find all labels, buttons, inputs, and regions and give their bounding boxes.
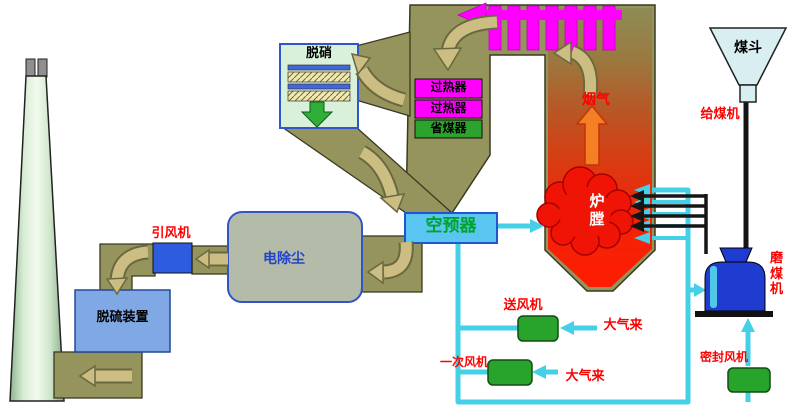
chimney [9,58,65,402]
flue-gas-rise-arrow [575,104,609,166]
fd-fan-box [517,315,559,342]
economizer-box [414,119,483,139]
label-economizer: 省煤器 [430,121,467,135]
label-air-preheater: 空预器 [425,216,477,236]
mill-base [695,311,773,317]
heat-exchanger-boxes [414,78,483,139]
catalyst-layer [287,90,351,102]
label-flue-gas: 烟气 [582,92,610,108]
seal-fan-box [727,367,771,393]
catalyst-layer [287,83,351,90]
label-seal-fan: 密封风机 [699,350,748,364]
scr-flow-down-arrow [300,101,334,128]
mill-body [704,261,766,312]
label-furnace: 炉膛 [589,192,605,228]
mill-highlight [710,266,717,308]
fan-boxes [487,315,771,393]
scr-unit [279,43,359,129]
label-superheater-1: 过热器 [430,80,467,94]
label-superheater-2: 过热器 [430,101,467,115]
flue-flow-arrows [78,14,599,388]
pa-fan-box [487,359,533,386]
coal-hopper-shape [708,27,788,103]
label-esp: 电除尘 [263,251,305,267]
id-fan-box [152,242,193,274]
air-loop [455,187,691,405]
label-atmosphere-2: 大气来 [565,369,605,384]
label-coal-mill: 磨煤机 [769,251,783,298]
air-preheater-box [404,212,498,244]
coal-lines [642,102,749,254]
label-id-fan: 引风机 [151,226,191,241]
coal-arrowheads [630,190,644,232]
coal-mill-shape [695,247,773,317]
label-fgd: 脱硫装置 [96,310,149,325]
label-coal-feeder: 给煤机 [700,107,740,122]
label-pa-fan: 一次风机 [439,355,488,369]
label-denitration: 脱硝 [305,46,332,61]
catalyst-layer [287,64,351,71]
label-fd-fan: 送风机 [503,298,543,313]
fgd-box [74,289,171,353]
label-coal-hopper: 煤斗 [734,40,762,56]
furnace-cloud [536,166,634,256]
superheater-1-box [414,78,483,99]
catalyst-layer [287,71,351,83]
mill-inlet [719,247,753,263]
label-atmosphere-1: 大气来 [603,318,643,333]
superheater-2-box [414,99,483,119]
